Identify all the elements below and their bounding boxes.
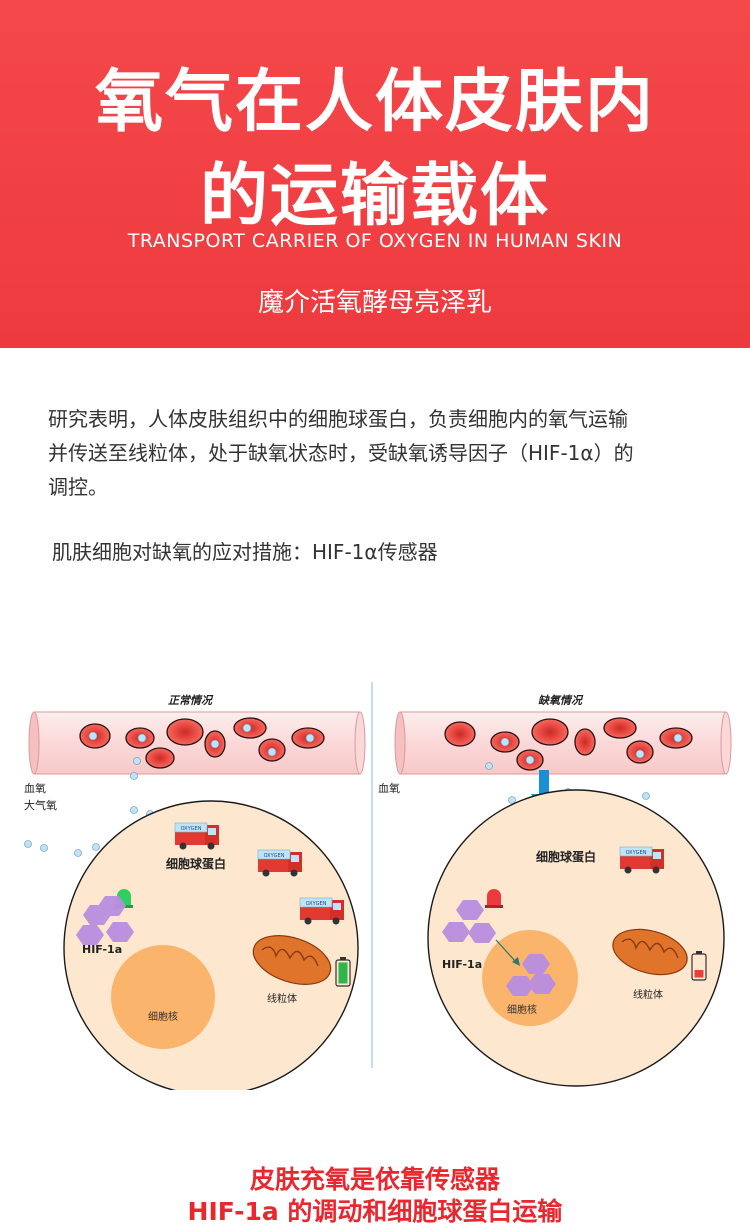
conclusion-line2: HIF-1a 的调动和细胞球蛋白运输	[187, 1197, 563, 1226]
mitochondrion-left	[252, 935, 332, 985]
paragraph-line: 研究表明，人体皮肤组织中的细胞球蛋白，负责细胞内的氧气运输	[48, 407, 628, 431]
hif-hexagons-left	[76, 896, 134, 945]
conclusion-line1: 皮肤充氧是依靠传感器	[249, 1165, 500, 1194]
battery-icon-low	[691, 951, 707, 981]
truck-label: OXYGEN	[264, 853, 285, 859]
truck-label: OXYGEN	[626, 850, 647, 856]
truck-label: OXYGEN	[306, 901, 327, 907]
red-blood-cells-right	[444, 717, 693, 771]
nucleus-label-left: 细胞核	[148, 1010, 178, 1023]
hif-hexagons-right	[442, 900, 556, 996]
intro-paragraph: 研究表明，人体皮肤组织中的细胞球蛋白，负责细胞内的氧气运输 并传送至线粒体，处于…	[48, 402, 708, 504]
page-title-line1: 氧气在人体皮肤内	[94, 63, 655, 142]
alarm-icon-red	[485, 889, 503, 908]
paragraph-line: 并传送至线粒体，处于缺氧状态时，受缺氧诱导因子（HIF-1α）的	[48, 441, 634, 465]
mitochondrion-right	[612, 928, 688, 976]
hypoxia-heading: 缺氧情况	[538, 694, 584, 707]
oxygen-transport-diagram: 正常情况 血氧 大气氧 细胞核	[24, 682, 732, 1090]
red-blood-cells-left	[79, 717, 325, 769]
paragraph-line: 调控。	[48, 475, 108, 499]
globin-label-right: 细胞球蛋白	[536, 849, 596, 864]
battery-icon-full	[335, 957, 351, 987]
blood-oxygen-label-left: 血氧	[24, 781, 46, 795]
hif-label-right: HIF-1a	[442, 958, 482, 971]
mito-label-right: 线粒体	[633, 988, 663, 1001]
oxygen-trucks-left: OXYGEN OXYGEN OXYGEN	[174, 822, 345, 925]
page-title-line2: 的运输载体	[199, 157, 550, 236]
nucleus-label-right: 细胞核	[507, 1003, 537, 1016]
air-oxygen-label: 大气氧	[24, 798, 57, 812]
truck-label: OXYGEN	[181, 826, 202, 832]
hypoxia-panel: 缺氧情况 血氧 细胞核	[378, 694, 732, 1087]
oxygen-truck-right: OXYGEN	[619, 846, 665, 874]
cell-left: 细胞核	[63, 800, 359, 1090]
header-banner: 氧气在人体皮肤内 的运输载体 TRANSPORT CARRIER OF OXYG…	[0, 0, 750, 348]
globin-label-left: 细胞球蛋白	[166, 856, 226, 871]
normal-panel: 正常情况 血氧 大气氧 细胞核	[24, 694, 366, 1090]
diagram-caption: 肌肤细胞对缺氧的应对措施：HIF-1α传感器	[52, 540, 438, 564]
hif-label-left: HIF-1a	[82, 943, 122, 956]
english-subtitle: TRANSPORT CARRIER OF OXYGEN IN HUMAN SKI…	[127, 230, 623, 252]
product-name: 魔介活氧酵母亮泽乳	[257, 288, 492, 318]
normal-heading: 正常情况	[168, 694, 214, 707]
blood-oxygen-label-right: 血氧	[378, 781, 400, 795]
mito-label-left: 线粒体	[267, 992, 297, 1005]
